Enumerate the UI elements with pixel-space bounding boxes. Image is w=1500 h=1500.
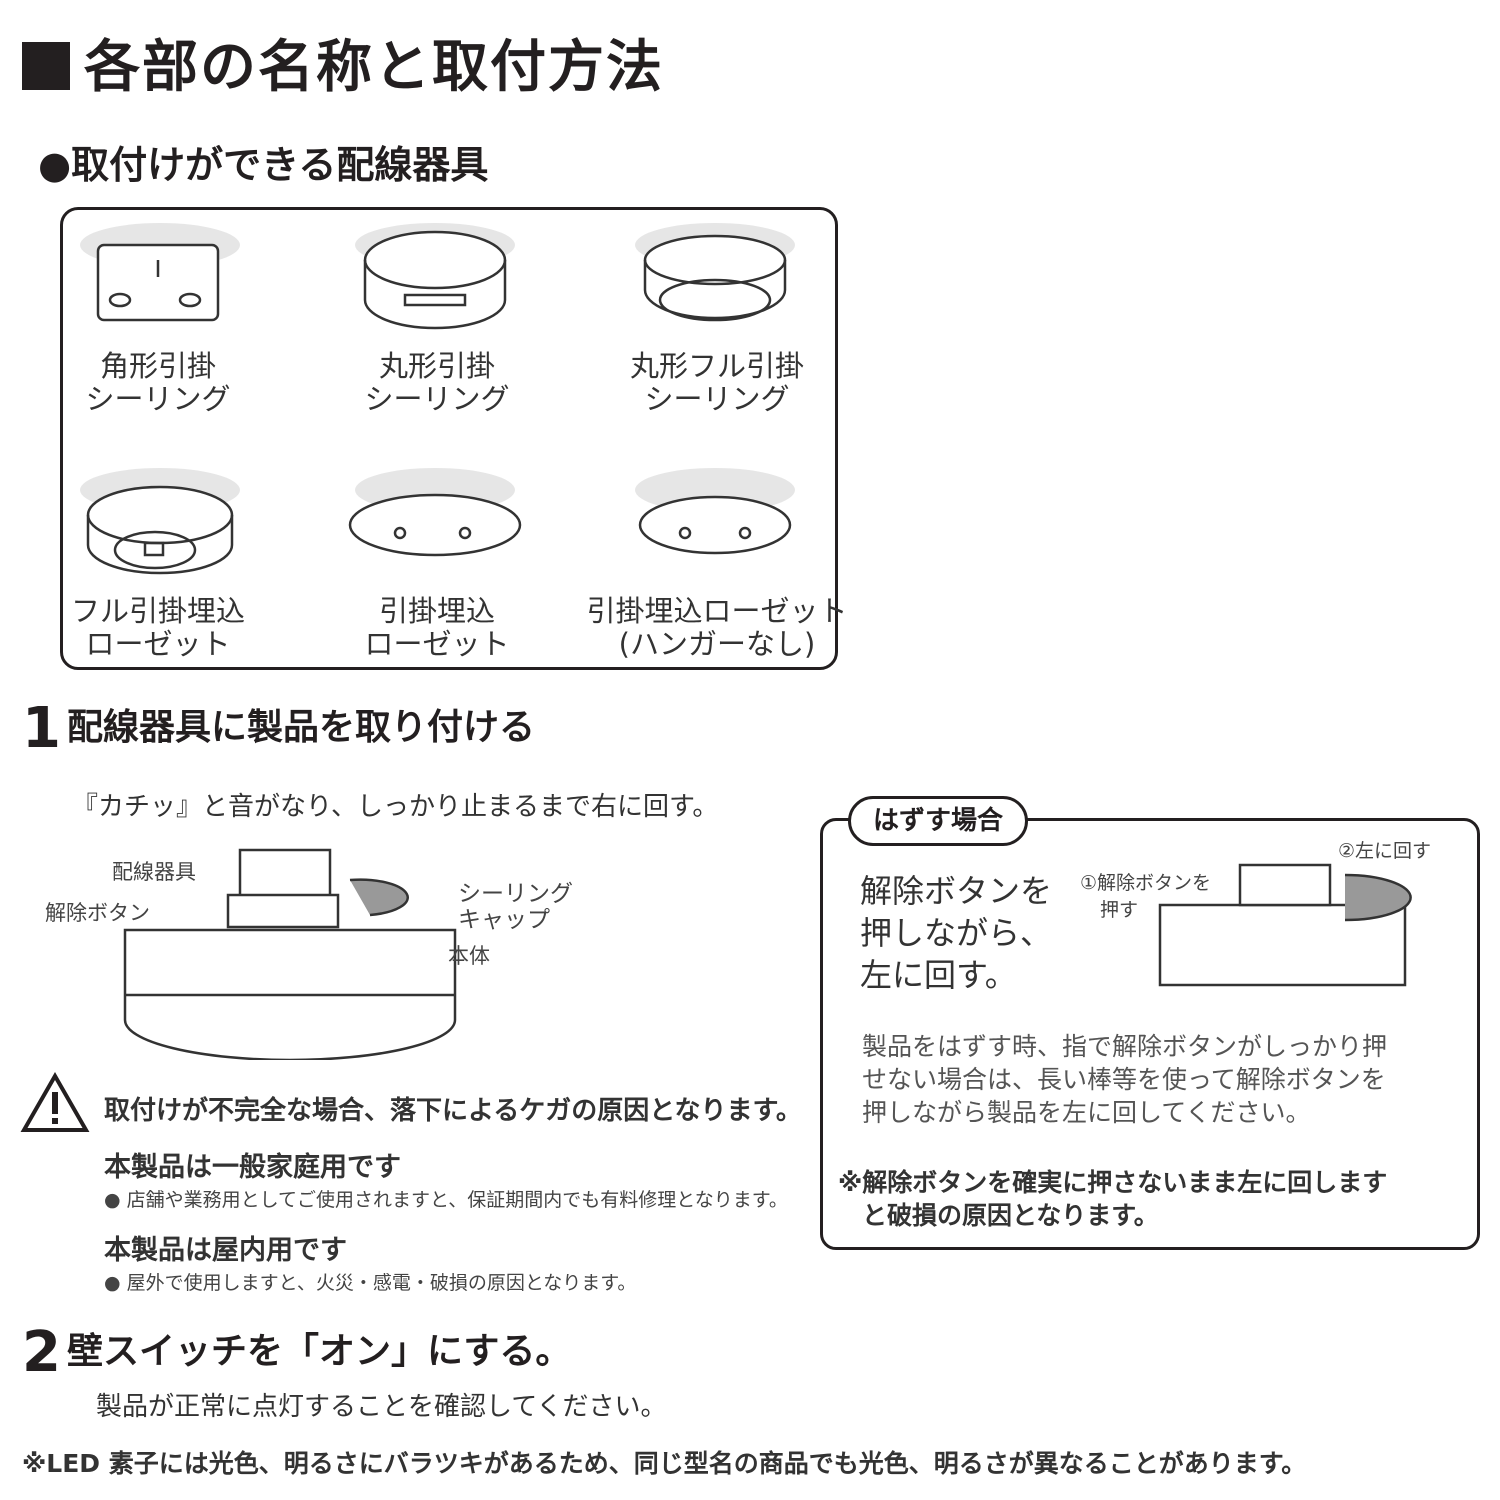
note-household-text: ● 店舗や業務用としてご使用されますと、保証期間内でも有料修理となります。 — [104, 1189, 788, 1211]
fixture-illustrations — [80, 223, 795, 575]
note-indoor-title: 本製品は屋内用です — [104, 1235, 347, 1266]
label-ceiling-cap-1: シーリング — [458, 881, 573, 907]
warning-icon — [20, 1072, 90, 1132]
label-ceiling-cap-2: キャップ — [458, 907, 550, 933]
fixture-label-round-hook-ceiling: 丸形引掛シーリング — [364, 349, 510, 416]
compatible-fixtures-box — [60, 207, 838, 670]
label-turn-left: ②左に回す — [1338, 840, 1432, 862]
removal-caution: ※解除ボタンを確実に押さないまま左に回しますと破損の原因となります。 — [838, 1168, 1388, 1230]
fixture-label-embedded-rosette: 引掛埋込ローゼット — [364, 594, 510, 661]
label-press-release-2: 押す — [1100, 899, 1139, 921]
label-fixture: 配線器具 — [112, 860, 196, 884]
fixture-label-full-embedded-rosette: フル引掛埋込ローゼット — [70, 594, 246, 661]
warning-text: 取付けが不完全な場合、落下によるケガの原因となります。 — [104, 1096, 802, 1126]
install-diagram — [123, 848, 457, 1060]
square-bullet-icon — [22, 42, 70, 90]
removal-main-text: 解除ボタンを押しながら、左に回す。 — [860, 872, 1053, 994]
removal-detail: 製品をはずす時、指で解除ボタンがしっかり押せない場合は、長い棒等を使って解除ボタ… — [862, 1032, 1388, 1127]
footnote: ※LED 素子には光色、明るさにバラツキがあるため、同じ型名の商品でも光色、明る… — [22, 1449, 1307, 1478]
label-release-button: 解除ボタン — [45, 901, 150, 925]
fixture-label-square-hook-ceiling: 角形引掛シーリング — [85, 349, 231, 416]
step2-instruction: 製品が正常に点灯することを確認してください。 — [96, 1392, 667, 1422]
label-press-release-1: ①解除ボタンを — [1080, 872, 1212, 894]
page-title: 各部の名称と取付方法 — [22, 22, 664, 103]
compatible-heading: ●取付けができる配線器具 — [38, 143, 489, 187]
note-indoor-text: ● 屋外で使用しますと、火災・感電・破損の原因となります。 — [104, 1272, 637, 1294]
fixture-label-embedded-rosette-no-hanger: 引掛埋込ローゼット(ハンガーなし) — [586, 594, 848, 661]
step1-instruction: 『カチッ』と音がなり、しっかり止まるまで右に回す。 — [72, 792, 719, 822]
label-body: 本体 — [448, 944, 490, 968]
removal-box — [820, 818, 1480, 1250]
removal-tag: はずす場合 — [848, 796, 1029, 846]
title-text: 各部の名称と取付方法 — [84, 35, 664, 100]
note-household-title: 本製品は一般家庭用です — [104, 1152, 401, 1183]
removal-diagram — [1158, 863, 1412, 987]
fixture-label-round-full-hook-ceiling: 丸形フル引掛シーリング — [629, 349, 805, 416]
